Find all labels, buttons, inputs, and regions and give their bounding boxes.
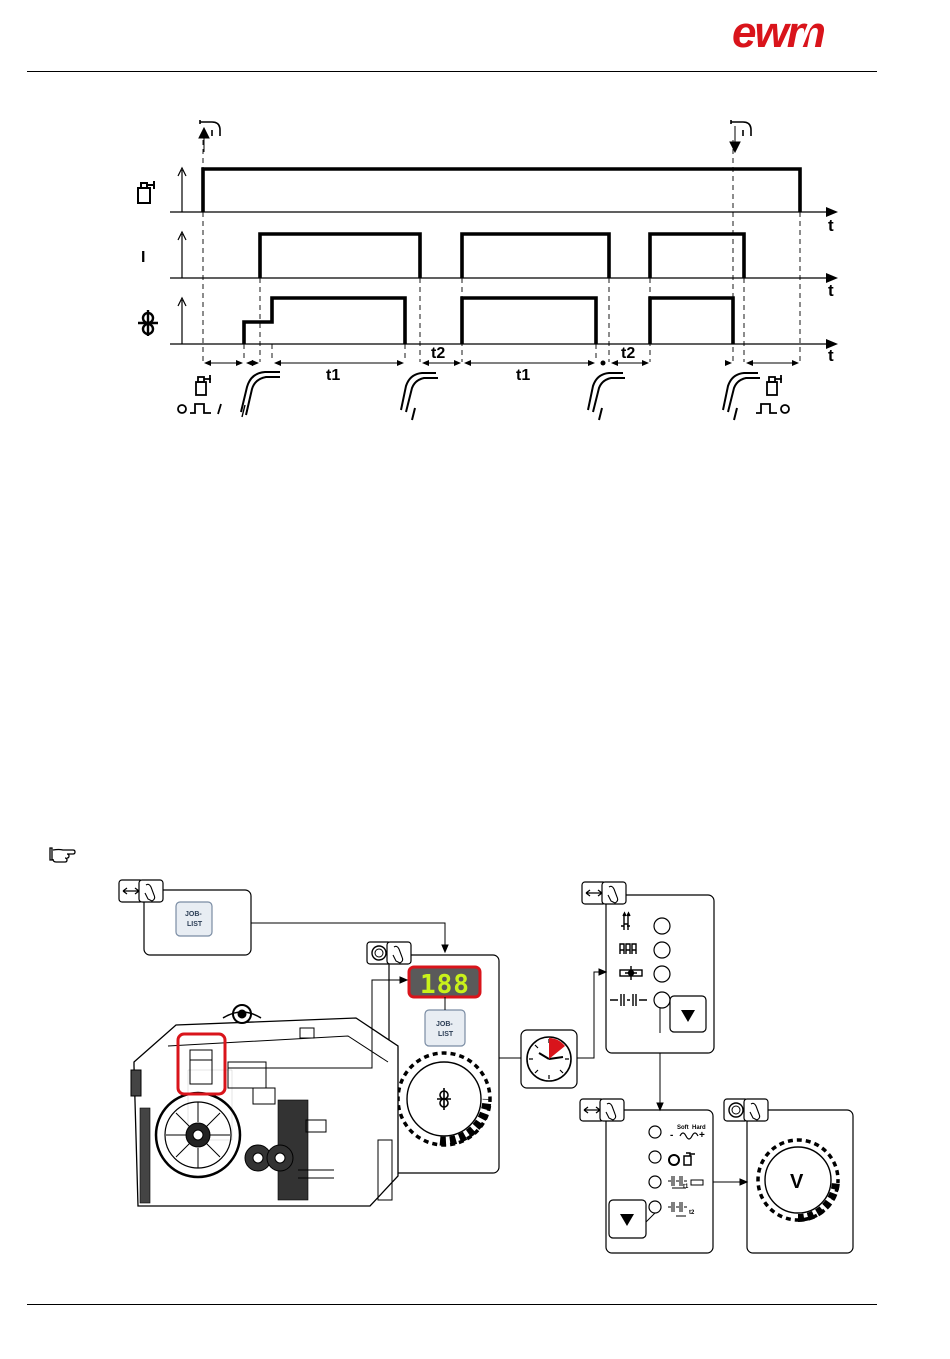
time-axis-label-3: t [828, 346, 834, 365]
soft-hard-icon [680, 1133, 698, 1139]
job-list-label-4: LIST [438, 1031, 454, 1038]
gas-preflow-icon [178, 375, 221, 414]
led-four-step [654, 942, 670, 958]
job-list-key-2 [425, 1010, 465, 1046]
torch-stop-icon-2 [588, 373, 625, 420]
led-two-step [654, 918, 670, 934]
clock-icon [521, 1030, 577, 1088]
gas-postflow-icon [756, 375, 789, 413]
header-rule [27, 71, 877, 72]
torch-ignition-icon [241, 372, 280, 417]
select-button-icon-2 [724, 1099, 768, 1121]
spot-icon [620, 966, 642, 980]
time-axis-label-2: t [828, 281, 834, 300]
time-settings-panel [606, 1110, 713, 1253]
control-flow-diagram: JOB- LIST JOB- LIST 188 Soft Hard - + t1… [0, 870, 950, 1290]
select-button-icon [367, 942, 411, 964]
gas-postflow-small-icon [669, 1153, 695, 1165]
interval-icon [610, 994, 647, 1006]
time-axis-label-1: t [828, 216, 834, 235]
led-soft-hard [649, 1126, 661, 1138]
soft-label: Soft [677, 1125, 689, 1131]
pointing-hand-note-icon [48, 845, 78, 863]
voltage-label: V [790, 1171, 804, 1193]
torch-press-icon [199, 120, 220, 152]
led-spot [654, 966, 670, 982]
rotary-knob [398, 1053, 490, 1145]
led-gas-postflow [649, 1151, 661, 1163]
ewm-logo: ewm [728, 5, 860, 55]
welding-machine-illustration [131, 1005, 398, 1206]
logo-text: ewm [732, 8, 825, 55]
led-t1 [649, 1176, 661, 1188]
led-t2 [649, 1201, 661, 1213]
interval-t2-icon [668, 1202, 687, 1216]
job-list-label-3: JOB- [436, 1021, 453, 1028]
wire-feed-icon [138, 310, 158, 336]
display-value: 188 [420, 970, 470, 1000]
torch-end-icon [723, 373, 760, 420]
switch-mode-icon [119, 880, 163, 902]
interval-t2-first: t2 [431, 345, 445, 362]
torch-stop-icon [401, 373, 438, 420]
torch-release-icon [730, 120, 751, 152]
t2-label: t2 [689, 1210, 695, 1216]
t1-label: t1 [683, 1184, 689, 1190]
job-list-key [176, 902, 212, 936]
two-step-icon [621, 913, 630, 930]
job-list-label-2: LIST [187, 921, 203, 928]
gas-cylinder-icon [138, 181, 155, 203]
interval-t2-second: t2 [621, 345, 635, 362]
footer-rule [27, 1304, 877, 1305]
led-interval [654, 992, 670, 1008]
switch-mode-icon-2 [582, 882, 626, 904]
interval-t1-second: t1 [516, 367, 530, 384]
soft-sign: - [670, 1130, 673, 1141]
four-step-icon [620, 944, 636, 954]
timing-diagram: I t t t t1 t2 t1 t2 [0, 100, 950, 430]
interval-t1-first: t1 [326, 367, 340, 384]
current-symbol: I [141, 249, 145, 266]
job-list-label-1: JOB- [185, 911, 202, 918]
hard-sign: + [699, 1130, 705, 1141]
switch-mode-icon-3 [580, 1099, 624, 1121]
